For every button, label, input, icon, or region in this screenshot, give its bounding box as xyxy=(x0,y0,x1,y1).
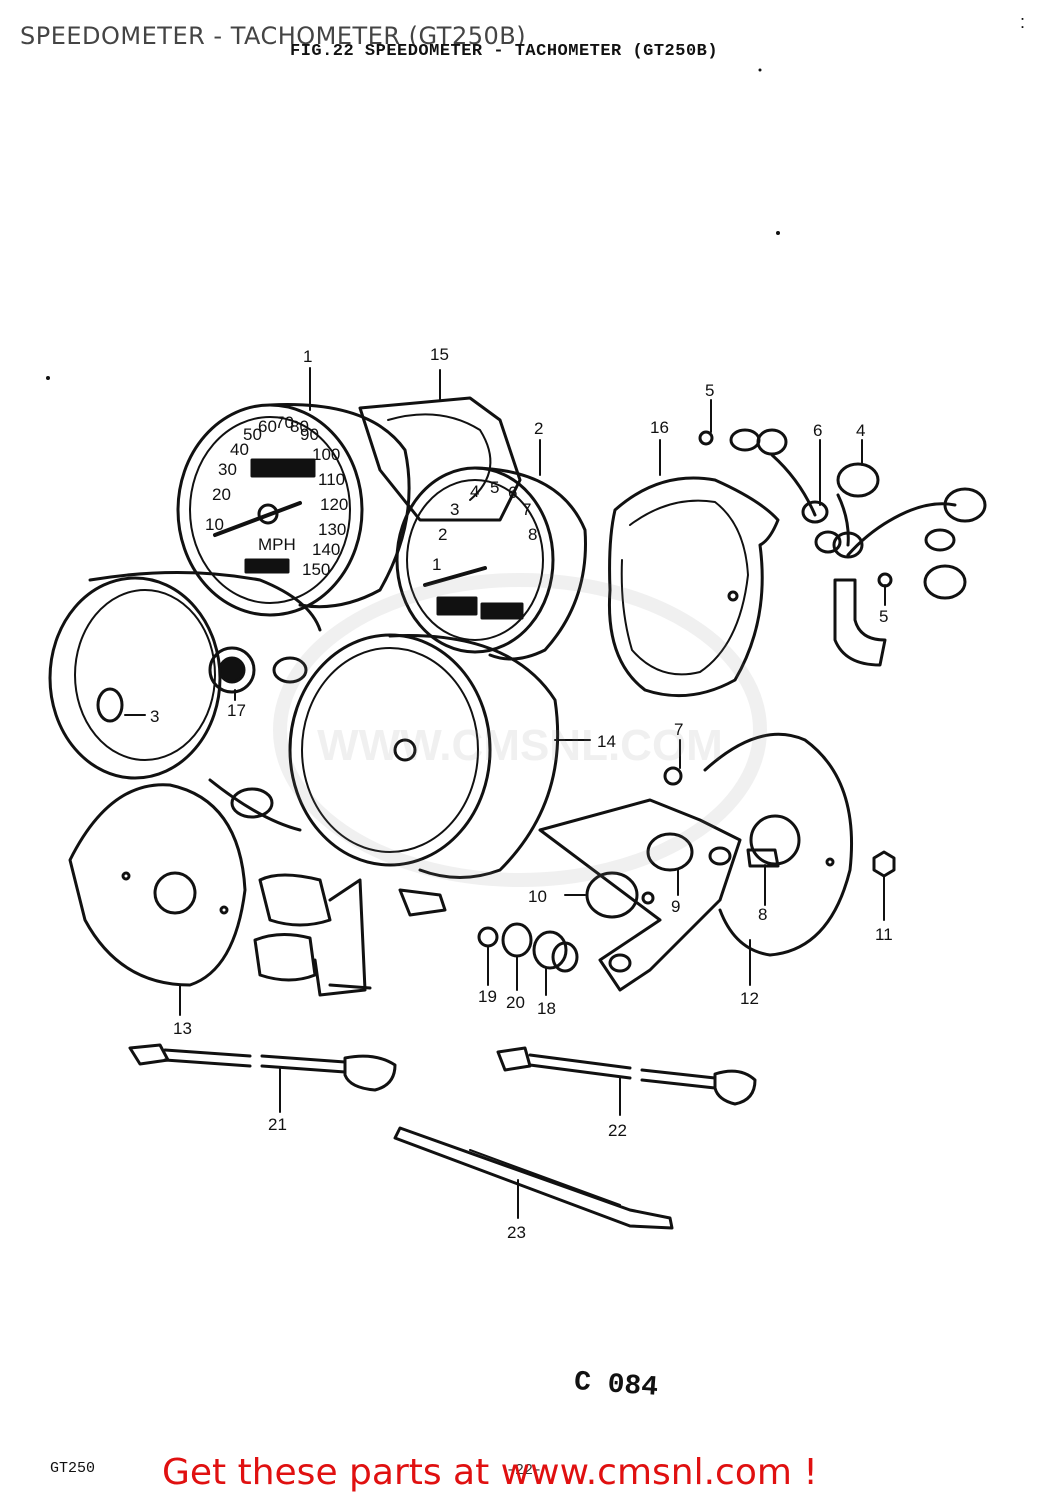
speedometer-face-numbers: 10 20 30 40 50 60 70 80 90 100 110 120 1… xyxy=(205,413,348,579)
part-label: 3 xyxy=(150,707,159,726)
part-22-tachometer-cable xyxy=(496,1046,757,1106)
lower-sockets xyxy=(253,873,447,997)
part-label: 14 xyxy=(597,732,616,751)
tacho-num: 1 xyxy=(432,555,441,574)
speedo-num: 150 xyxy=(302,560,330,579)
speedo-num: 10 xyxy=(205,515,224,534)
page-title: SPEEDOMETER - TACHOMETER (GT250B) xyxy=(20,22,527,50)
corner-mark: : xyxy=(1020,12,1026,32)
part-label: 2 xyxy=(534,419,543,438)
get-parts-link[interactable]: Get these parts at www.cmsnl.com ! xyxy=(162,1452,818,1493)
speedo-num: 40 xyxy=(230,440,249,459)
speedo-num: 120 xyxy=(320,495,348,514)
part-labels: 1 2 3 4 5 5 6 7 8 9 10 11 12 13 14 15 16… xyxy=(150,345,893,1242)
parts-4-5-6-wiring xyxy=(698,428,987,667)
leader-lines xyxy=(124,367,886,1219)
tacho-num: 3 xyxy=(450,500,459,519)
speedo-num: 140 xyxy=(312,540,340,559)
page-number: -22- xyxy=(506,1462,543,1479)
model-label: GT250 xyxy=(50,1460,96,1477)
tachometer-face-numbers: 1 2 3 4 5 6 7 8 xyxy=(432,478,537,574)
part-label: 9 xyxy=(671,897,680,916)
part-16-rear-gasket xyxy=(607,476,780,698)
part-label: 18 xyxy=(537,999,556,1018)
speedo-num: 110 xyxy=(318,470,345,489)
part-label: 5 xyxy=(705,381,714,400)
part-label: 21 xyxy=(268,1115,287,1134)
part-label: 19 xyxy=(478,987,497,1006)
part-label: 6 xyxy=(813,421,822,440)
speedo-num: 50 xyxy=(243,425,262,444)
part-14-rim xyxy=(288,633,560,879)
part-label: 12 xyxy=(740,989,759,1008)
part-3-13-17-housing xyxy=(48,571,322,987)
part-15-rear-cover xyxy=(358,396,522,522)
part-23-cable-band xyxy=(393,1126,674,1230)
part-1-speedometer xyxy=(176,403,411,617)
part-21-speedometer-cable xyxy=(128,1043,397,1092)
speedo-unit: MPH xyxy=(258,535,296,554)
tacho-num: 8 xyxy=(528,525,537,544)
speedo-num: 60 xyxy=(258,417,277,436)
tacho-num: 4 xyxy=(470,482,479,501)
tacho-num: 2 xyxy=(438,525,447,544)
part-label: 16 xyxy=(650,418,669,437)
part-label: 22 xyxy=(608,1121,627,1140)
part-label: 1 xyxy=(303,347,312,366)
figure-title: FIG.22 SPEEDOMETER - TACHOMETER (GT250B) xyxy=(290,42,719,61)
tacho-num: 7 xyxy=(522,500,531,519)
part-label: 4 xyxy=(856,421,865,440)
part-label: 11 xyxy=(875,925,893,944)
diagram-code: C 084 xyxy=(573,1367,659,1404)
part-label: 5 xyxy=(879,607,888,626)
part-label: 13 xyxy=(173,1019,192,1038)
part-label: 8 xyxy=(758,905,767,924)
speedo-num: 130 xyxy=(318,520,346,539)
part-label: 7 xyxy=(674,720,683,739)
tacho-num: 6 xyxy=(508,483,517,502)
speedo-num: 20 xyxy=(212,485,231,504)
speedo-num: 70 xyxy=(275,413,294,432)
part-label: 17 xyxy=(227,701,246,720)
speedo-num: 90 xyxy=(300,425,319,444)
part-label: 10 xyxy=(528,887,547,906)
scan-specks xyxy=(46,68,780,380)
speedo-num: 80 xyxy=(290,417,309,436)
parts-18-19-20-grommets xyxy=(477,922,632,973)
part-label: 23 xyxy=(507,1223,526,1242)
part-label: 15 xyxy=(430,345,449,364)
tacho-num: 5 xyxy=(490,478,499,497)
speedo-num: 100 xyxy=(312,445,340,464)
parts-7-to-12-bracket xyxy=(538,732,896,992)
part-2-tachometer xyxy=(395,466,587,661)
speedo-num: 30 xyxy=(218,460,237,479)
part-label: 20 xyxy=(506,993,525,1012)
